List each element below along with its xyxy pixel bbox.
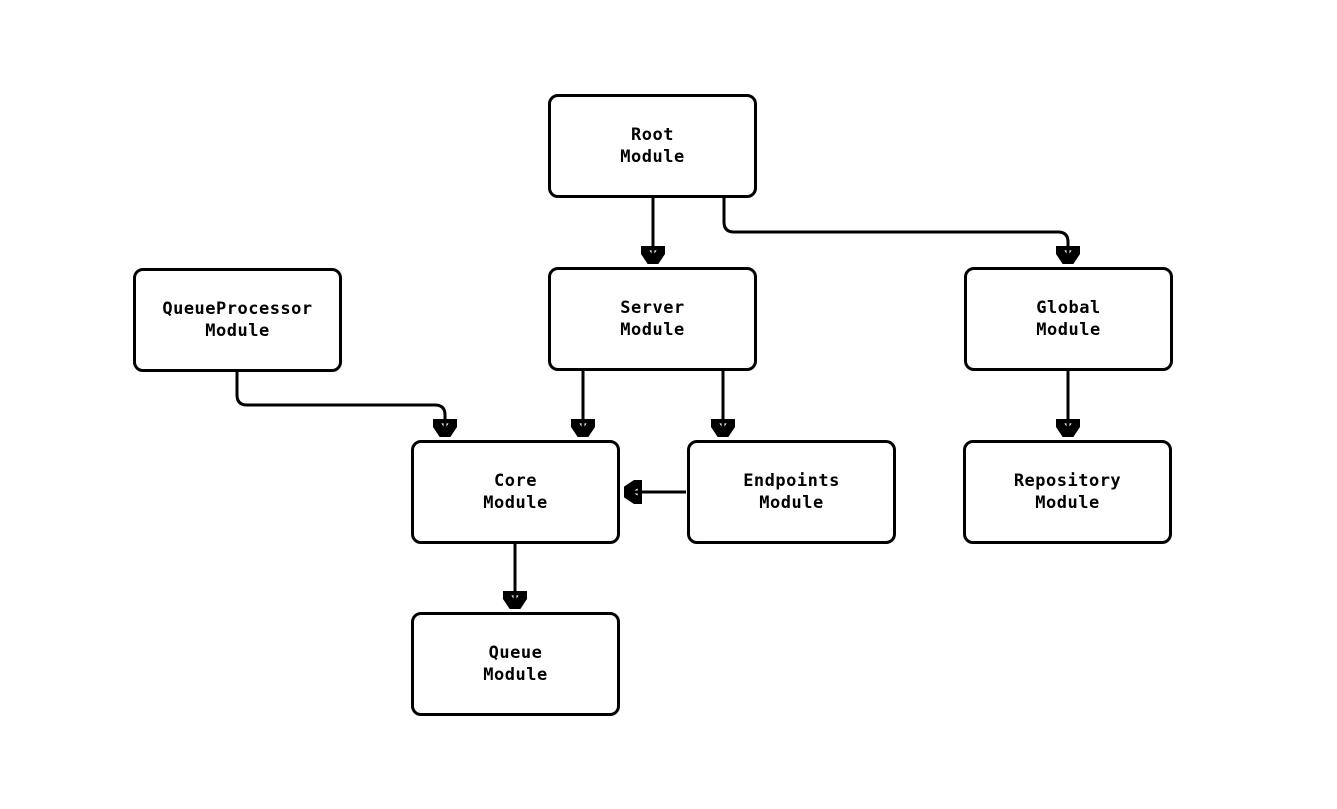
node-repository-module: Repository Module — [963, 440, 1172, 544]
edge-queueprocessor-to-core — [235, 371, 445, 436]
node-label-line: Module — [483, 665, 548, 685]
node-label-line: Module — [1036, 320, 1101, 340]
node-label-line: Endpoints — [743, 471, 840, 491]
node-root-module: Root Module — [548, 94, 757, 198]
node-label-line: Module — [620, 147, 685, 167]
node-label-line: Root — [631, 125, 674, 145]
node-queue-module: Queue Module — [411, 612, 620, 716]
node-label-line: Module — [483, 493, 548, 513]
node-queueprocessor-module: QueueProcessor Module — [133, 268, 342, 372]
node-label-line: Repository — [1013, 471, 1122, 491]
node-global-module: Global Module — [964, 267, 1173, 371]
node-label-line: Server — [620, 298, 685, 318]
node-label-line: QueueProcessor — [162, 299, 313, 319]
node-core-module: Core Module — [411, 440, 620, 544]
edge-root-to-global — [722, 197, 1068, 263]
node-label-line: Queue — [488, 643, 543, 663]
node-server-module: Server Module — [548, 267, 757, 371]
node-endpoints-module: Endpoints Module — [687, 440, 896, 544]
node-label-line: Core — [494, 471, 537, 491]
node-label-line: Module — [759, 493, 824, 513]
node-label-line: Global — [1036, 298, 1101, 318]
node-label-line: Module — [620, 320, 685, 340]
node-label-line: Module — [205, 321, 270, 341]
node-label-line: Module — [1035, 493, 1100, 513]
